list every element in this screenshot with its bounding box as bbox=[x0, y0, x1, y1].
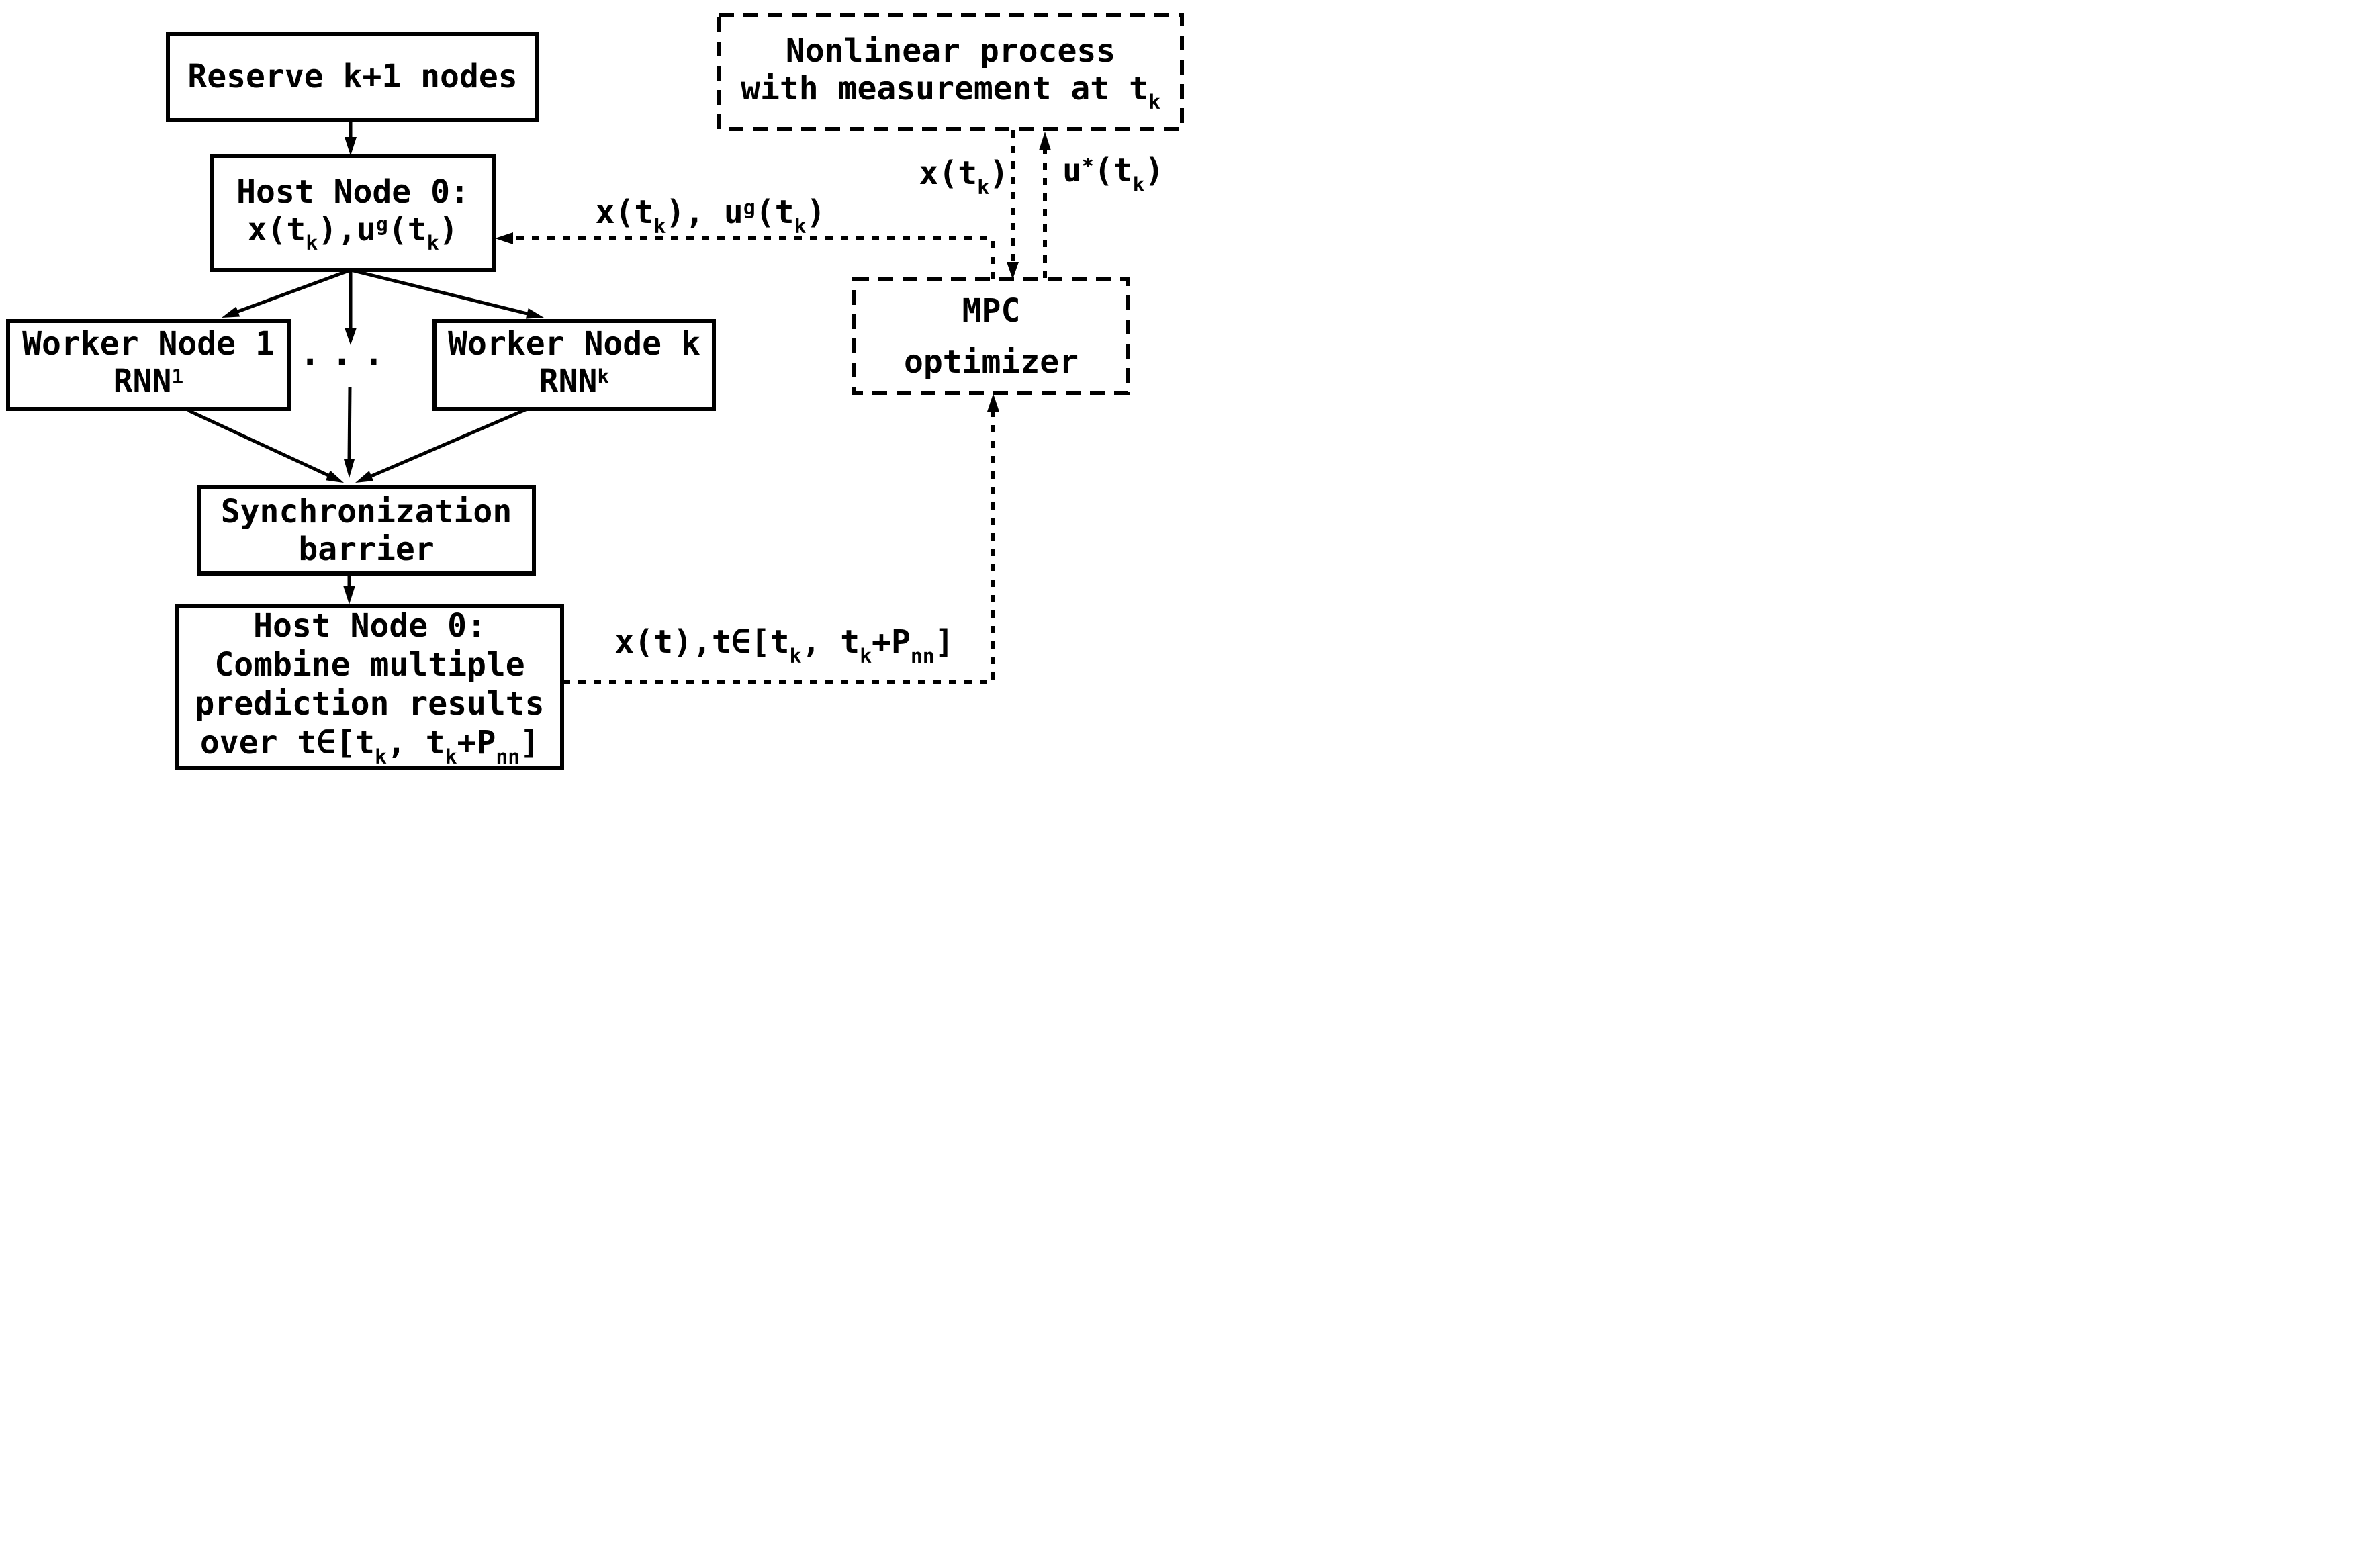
sync-barrier-box-outline bbox=[197, 485, 536, 576]
arrowhead-barrier-to-hostbottom bbox=[343, 586, 355, 604]
worker-1-box-formula: RNN1 bbox=[113, 363, 184, 400]
worker-k-box-outline bbox=[432, 319, 716, 411]
host-top-box-formula: x(tk),ug(tk) bbox=[247, 210, 459, 256]
reserve-box-outline bbox=[166, 32, 539, 122]
host-bottom-line3: prediction results bbox=[195, 685, 545, 723]
dashed-line-mpc-to-hosttop bbox=[513, 236, 995, 279]
host-top-box: Host Node 0: x(tk),ug(tk) bbox=[212, 156, 494, 270]
sync-barrier-box: Synchronization barrier bbox=[199, 487, 534, 573]
arrowhead-host-to-ellipsis bbox=[345, 328, 357, 345]
host-bottom-box-outline bbox=[175, 604, 564, 770]
arrowhead-ellipsis-to-barrier bbox=[344, 459, 355, 478]
line-ellipsis-to-barrier bbox=[347, 386, 352, 461]
sync-barrier-line1: Synchronization bbox=[220, 492, 512, 531]
dashed-line-hostbottom-to-mpc bbox=[563, 411, 995, 684]
arrowhead-mpc-to-hosttop bbox=[495, 232, 513, 244]
diagram-shapes bbox=[6, 13, 1184, 770]
sync-barrier-line2: barrier bbox=[298, 530, 434, 568]
arrowhead-hostbottom-to-mpc bbox=[987, 394, 999, 412]
arrowhead-host-to-worker1 bbox=[222, 306, 240, 318]
host-bottom-line2: Combine multiple bbox=[214, 646, 525, 684]
mpc-optimizer-line1: MPC bbox=[962, 291, 1021, 330]
host-top-box-title: Host Node 0: bbox=[236, 173, 469, 211]
flowchart-canvas: Reserve k+1 nodes Host Node 0: x(tk),ug(… bbox=[0, 0, 1190, 781]
worker-ellipsis: ... bbox=[300, 333, 395, 373]
worker-k-box-formula: RNNk bbox=[539, 363, 610, 400]
nonlinear-process-formula: with measurement at tk bbox=[741, 69, 1160, 115]
worker-1-box-outline bbox=[6, 319, 291, 411]
edge-label-state-and-guess: x(tk), ug(tk) bbox=[595, 193, 826, 238]
mpc-optimizer-line2: optimizer bbox=[903, 342, 1079, 381]
arrowhead-mpc-to-process bbox=[1039, 132, 1051, 150]
arrow-worker1-to-barrier bbox=[187, 408, 330, 477]
nonlinear-process-line1: Nonlinear process bbox=[785, 32, 1116, 70]
arrowhead-reserve-to-host bbox=[345, 137, 357, 156]
arrowhead-workerk-to-barrier bbox=[355, 471, 374, 483]
nonlinear-process-box: Nonlinear process with measurement at tk bbox=[719, 15, 1182, 129]
mpc-optimizer-box: MPC optimizer bbox=[854, 279, 1128, 393]
worker-1-box: Worker Node 1 RNN1 bbox=[8, 321, 289, 409]
arrowhead-worker1-to-barrier bbox=[326, 470, 344, 483]
host-bottom-box: Host Node 0: Combine multiple prediction… bbox=[177, 606, 562, 769]
host-bottom-line1: Host Node 0: bbox=[253, 607, 486, 645]
reserve-box-title: Reserve k+1 nodes bbox=[187, 58, 518, 95]
worker-k-box-title: Worker Node k bbox=[448, 325, 700, 363]
worker-1-box-title: Worker Node 1 bbox=[22, 325, 275, 363]
edge-label-optimal-input: u*(tk) bbox=[1062, 152, 1164, 197]
arrow-host-to-worker1 bbox=[237, 268, 351, 314]
nonlinear-process-box-outline bbox=[717, 13, 1184, 131]
edge-label-state-measurement: x(tk) bbox=[919, 154, 1009, 199]
reserve-box: Reserve k+1 nodes bbox=[168, 34, 537, 120]
arrowhead-process-to-mpc bbox=[1007, 262, 1019, 279]
edge-label-state-prediction: x(t),t∈[tk, tk+Pnn] bbox=[614, 623, 954, 668]
arrow-host-to-workerk bbox=[350, 268, 528, 316]
worker-k-box: Worker Node k RNNk bbox=[434, 321, 714, 409]
host-bottom-formula: over t∈[tk, tk+Pnn] bbox=[199, 724, 540, 769]
arrow-workerk-to-barrier bbox=[371, 407, 528, 478]
arrowhead-host-to-workerk bbox=[525, 308, 544, 319]
